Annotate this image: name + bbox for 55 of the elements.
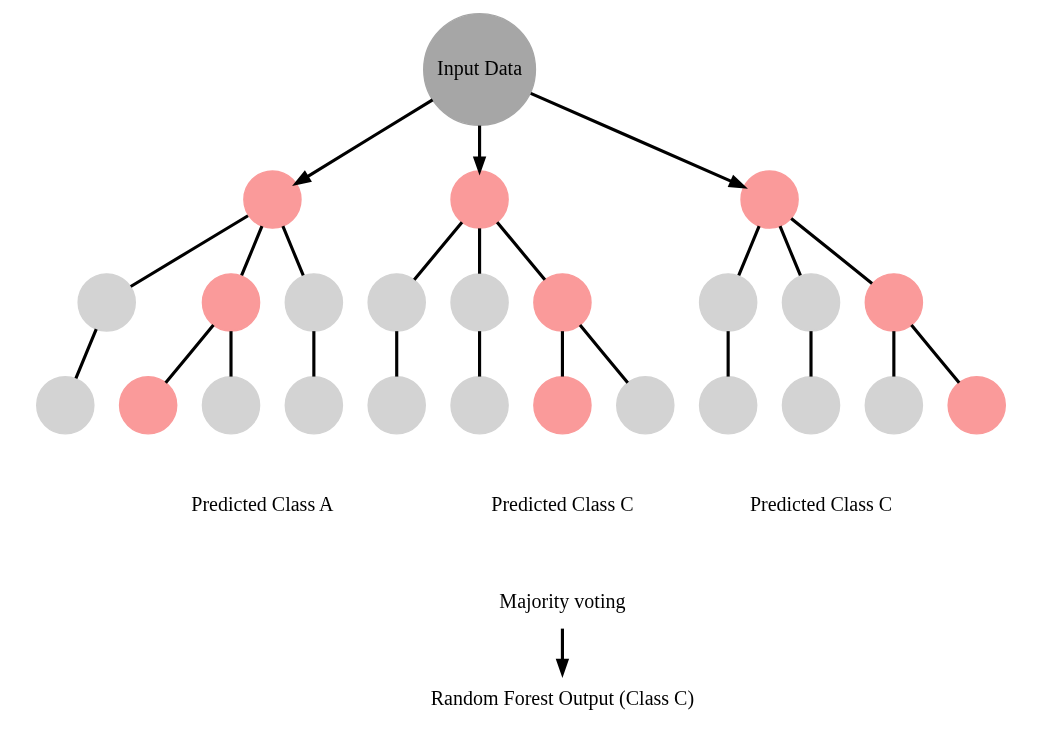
connector bbox=[560, 331, 564, 377]
node-circle bbox=[367, 273, 426, 332]
node-text: Random Forest Output (Class C) bbox=[430, 686, 695, 709]
node-circle bbox=[450, 170, 509, 229]
node-circle bbox=[201, 273, 261, 332]
node-text: Majority voting bbox=[499, 589, 626, 612]
node-circle bbox=[284, 273, 344, 332]
node-circle bbox=[450, 273, 509, 332]
node-circle bbox=[36, 376, 95, 435]
connector bbox=[778, 225, 802, 277]
arrow bbox=[472, 125, 487, 176]
node-circle bbox=[864, 273, 924, 332]
connector bbox=[74, 328, 98, 379]
connector bbox=[240, 225, 264, 277]
arrow bbox=[555, 628, 570, 678]
label: Predicted Class C bbox=[749, 492, 893, 515]
node-circle bbox=[781, 273, 841, 332]
connector bbox=[395, 331, 399, 377]
node-circle bbox=[698, 376, 758, 435]
label: Predicted Class C bbox=[491, 492, 634, 515]
label: Predicted Class A bbox=[191, 492, 334, 515]
arrow bbox=[530, 91, 748, 189]
connector bbox=[910, 324, 961, 384]
node-circle: Input Data bbox=[423, 12, 537, 127]
node-circle bbox=[450, 376, 509, 435]
connector bbox=[790, 217, 874, 285]
connector bbox=[726, 331, 730, 377]
node-circle bbox=[740, 170, 799, 229]
node-circle bbox=[77, 273, 136, 332]
node-circle bbox=[781, 376, 841, 435]
node-circle bbox=[201, 376, 261, 435]
node-circle bbox=[533, 273, 592, 332]
connector bbox=[164, 324, 215, 384]
connector bbox=[892, 331, 896, 377]
node-circle bbox=[947, 376, 1006, 435]
node-circle bbox=[367, 376, 426, 435]
arrow bbox=[292, 98, 434, 187]
connector bbox=[229, 331, 233, 377]
node-circle bbox=[698, 273, 758, 332]
node-circle bbox=[243, 170, 302, 229]
node-circle bbox=[533, 376, 592, 435]
node-circle bbox=[284, 376, 344, 435]
connector bbox=[413, 221, 464, 281]
connector bbox=[478, 228, 482, 274]
node-circle bbox=[118, 376, 178, 435]
connector bbox=[129, 214, 249, 288]
node-circle bbox=[864, 376, 924, 435]
connector bbox=[737, 225, 761, 277]
connector bbox=[312, 331, 316, 377]
connector bbox=[495, 221, 547, 281]
connector bbox=[809, 331, 813, 377]
connector bbox=[578, 324, 629, 384]
connector bbox=[478, 331, 482, 377]
node-circle bbox=[616, 376, 675, 435]
connector bbox=[281, 225, 305, 277]
